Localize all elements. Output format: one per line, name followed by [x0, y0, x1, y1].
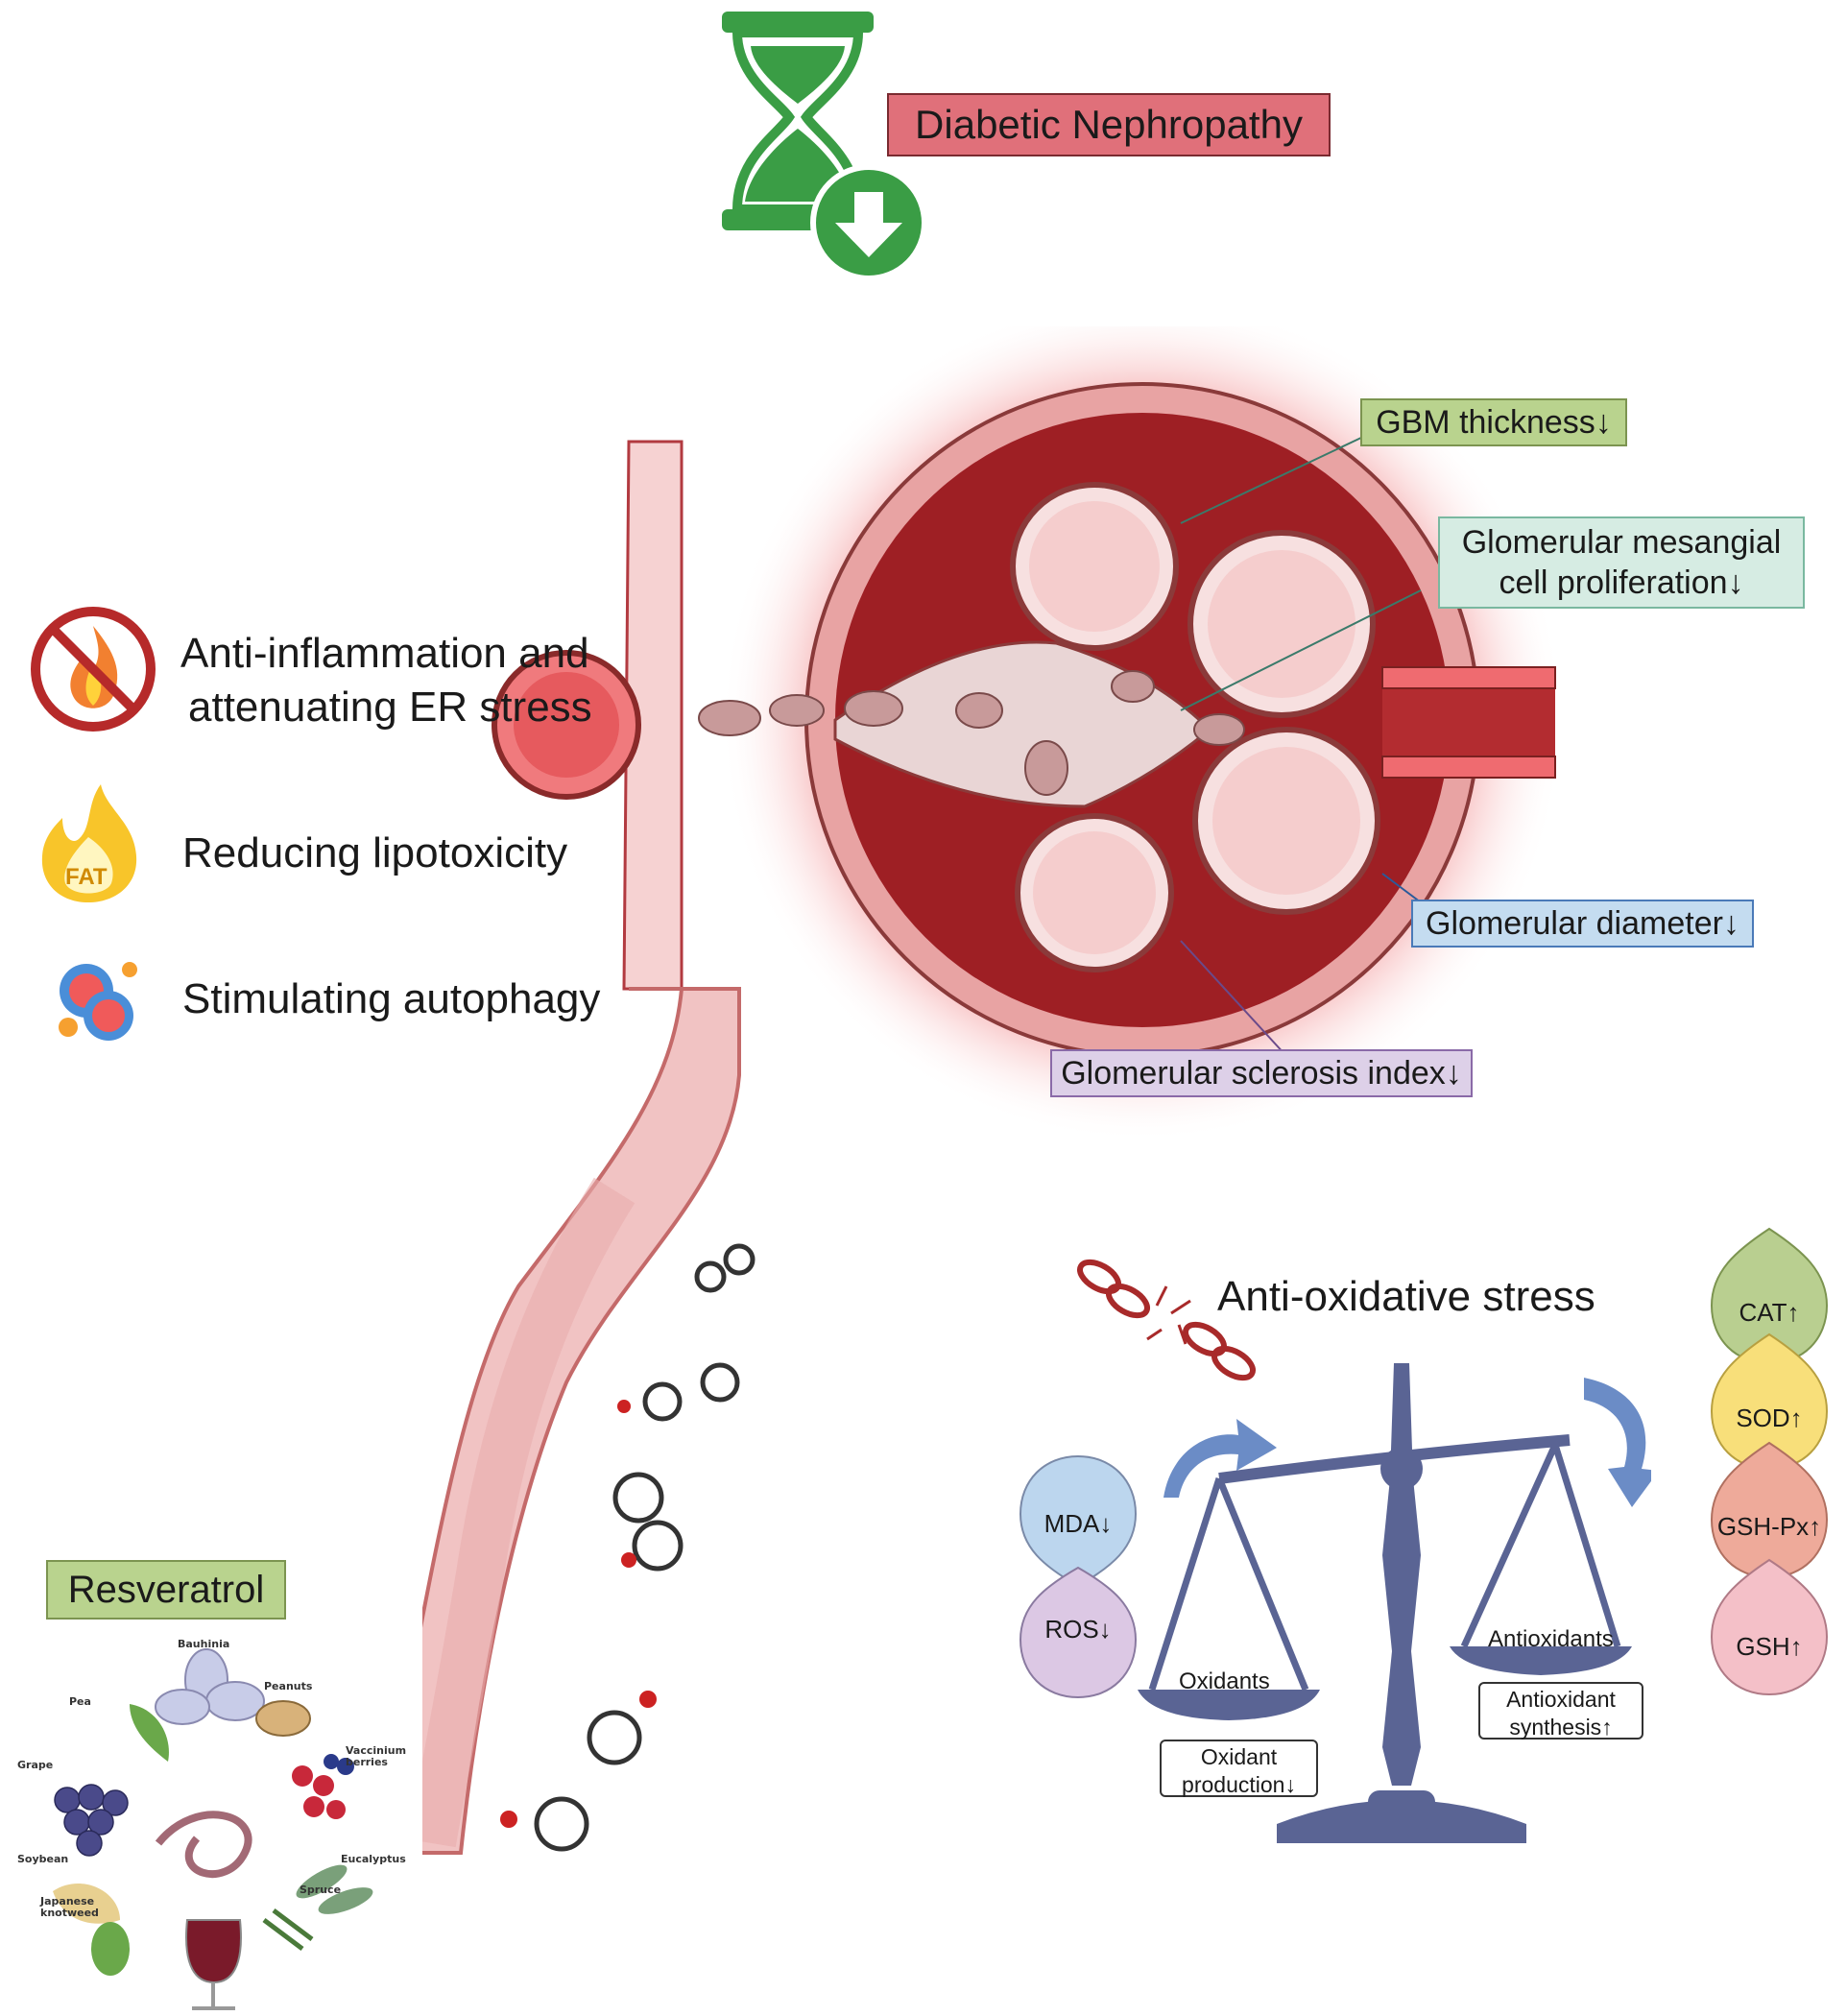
- mda-label: MDA↓: [1043, 1509, 1113, 1538]
- mda-drop: [1019, 1454, 1138, 1588]
- hourglass-down-icon: [722, 12, 927, 281]
- sod-label: SOD↑: [1736, 1404, 1803, 1432]
- ros-label: ROS↓: [1044, 1615, 1112, 1644]
- source-soybean: Soybean: [17, 1853, 69, 1865]
- glomerular-diameter-label: Glomerular diameter↓: [1411, 900, 1754, 948]
- autophagy-cell-icon: [59, 962, 137, 1041]
- glomerular-sclerosis-label: Glomerular sclerosis index↓: [1050, 1049, 1473, 1097]
- glomerulus-illustration: [422, 326, 1565, 1855]
- antioxidants-label: Antioxidants: [1488, 1626, 1614, 1652]
- inflammation-label-line2: attenuating ER stress: [188, 684, 592, 731]
- antioxidant-synthesis-box: Antioxidant synthesis↑: [1478, 1682, 1643, 1740]
- source-peanuts: Peanuts: [264, 1680, 313, 1692]
- antioxidant-synthesis-line2: synthesis↑: [1509, 1714, 1613, 1740]
- lipotoxicity-label: Reducing lipotoxicity: [182, 829, 568, 876]
- mesangial-label-line1: Glomerular mesangial: [1461, 523, 1782, 561]
- gbm-thickness-label: GBM thickness↓: [1360, 398, 1627, 446]
- autophagy-label: Stimulating autophagy: [182, 975, 601, 1022]
- ros-drop: [1019, 1566, 1138, 1699]
- cat-label: CAT↑: [1739, 1298, 1800, 1327]
- resveratrol-sources-illustration: [53, 1648, 373, 2010]
- source-spruce: Spruce: [300, 1884, 342, 1896]
- source-bauhinia: Bauhinia: [178, 1638, 230, 1650]
- antioxidant-synthesis-line1: Antioxidant: [1506, 1687, 1616, 1712]
- no-fire-icon: [31, 607, 156, 732]
- resveratrol-title: Resveratrol: [46, 1560, 286, 1620]
- fat-icon-text: FAT: [65, 864, 108, 890]
- mesangial-label-line2: cell proliferation↓: [1499, 564, 1744, 601]
- gsh-px-label: GSH-Px↑: [1716, 1512, 1822, 1541]
- fat-flame-icon: [41, 784, 137, 902]
- gsh-drop: [1710, 1558, 1829, 1696]
- source-pea: Pea: [69, 1695, 91, 1708]
- oxidant-production-line1: Oxidant: [1200, 1744, 1278, 1769]
- mesangial-proliferation-label: Glomerular mesangial cell proliferation↓: [1438, 516, 1805, 609]
- source-eucalyptus: Eucalyptus: [341, 1853, 406, 1865]
- anti-oxidative-stress-title: Anti-oxidative stress: [1217, 1273, 1595, 1320]
- oxidants-label: Oxidants: [1179, 1668, 1270, 1694]
- gsh-label: GSH↑: [1736, 1632, 1803, 1661]
- page-title: Diabetic Nephropathy: [887, 93, 1331, 156]
- oxidant-production-line2: production↓: [1182, 1771, 1296, 1797]
- source-japanese-knotweed: Japanese knotweed: [40, 1895, 99, 1920]
- source-vaccinium: Vaccinium berries: [346, 1744, 407, 1769]
- balance-scale-illustration: [1138, 1363, 1651, 1843]
- oxidant-production-box: Oxidant production↓: [1160, 1740, 1318, 1797]
- source-grape: Grape: [17, 1759, 54, 1771]
- broken-chain-icon: [1077, 1259, 1256, 1381]
- inflammation-label-line1: Anti-inflammation and: [180, 630, 589, 677]
